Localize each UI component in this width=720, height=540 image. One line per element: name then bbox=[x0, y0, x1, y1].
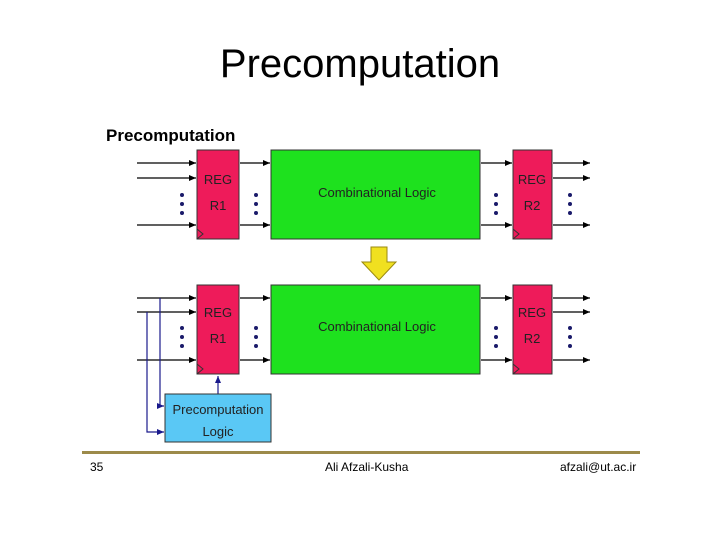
register-label: REG bbox=[204, 305, 232, 320]
bottom-pipeline: REG R1 Combinational Logic REG R2 Precom… bbox=[137, 284, 590, 443]
down-arrow-icon bbox=[360, 246, 398, 281]
footer-email: afzali@ut.ac.ir bbox=[560, 460, 637, 474]
precomputation-logic-block bbox=[164, 393, 272, 443]
register-r1-top bbox=[196, 149, 240, 240]
combinational-logic-bottom bbox=[270, 284, 481, 375]
ellipsis-dots bbox=[180, 326, 184, 348]
figure-caption: Precomputation bbox=[106, 126, 235, 145]
register-label: REG bbox=[518, 172, 546, 187]
precomp-label-line2: Logic bbox=[202, 424, 234, 439]
slide-title: Precomputation bbox=[219, 42, 501, 86]
ellipsis-dots bbox=[568, 193, 572, 215]
ellipsis-dots bbox=[254, 326, 258, 348]
register-r2-top bbox=[512, 149, 553, 240]
register-label: REG bbox=[204, 172, 232, 187]
register-r2-bottom bbox=[512, 284, 553, 375]
register-name: R1 bbox=[210, 198, 227, 213]
ellipsis-dots bbox=[568, 326, 572, 348]
footer-author: Ali Afzali-Kusha bbox=[325, 460, 409, 474]
logic-label: Combinational Logic bbox=[318, 319, 436, 334]
register-r1-bottom bbox=[196, 284, 240, 375]
logic-label: Combinational Logic bbox=[318, 185, 436, 200]
top-pipeline: REG R1 Combinational Logic REG R2 bbox=[137, 149, 590, 240]
register-name: R2 bbox=[524, 198, 541, 213]
precomp-label-line1: Precomputation bbox=[172, 402, 263, 417]
precomp-input-wires bbox=[146, 298, 164, 435]
footer-divider bbox=[82, 451, 640, 454]
ellipsis-dots bbox=[180, 193, 184, 215]
ellipsis-dots bbox=[494, 193, 498, 215]
combinational-logic-top bbox=[270, 149, 481, 240]
ellipsis-dots bbox=[494, 326, 498, 348]
page-number: 35 bbox=[90, 460, 104, 474]
register-name: R1 bbox=[210, 331, 227, 346]
register-name: R2 bbox=[524, 331, 541, 346]
ellipsis-dots bbox=[254, 193, 258, 215]
register-label: REG bbox=[518, 305, 546, 320]
